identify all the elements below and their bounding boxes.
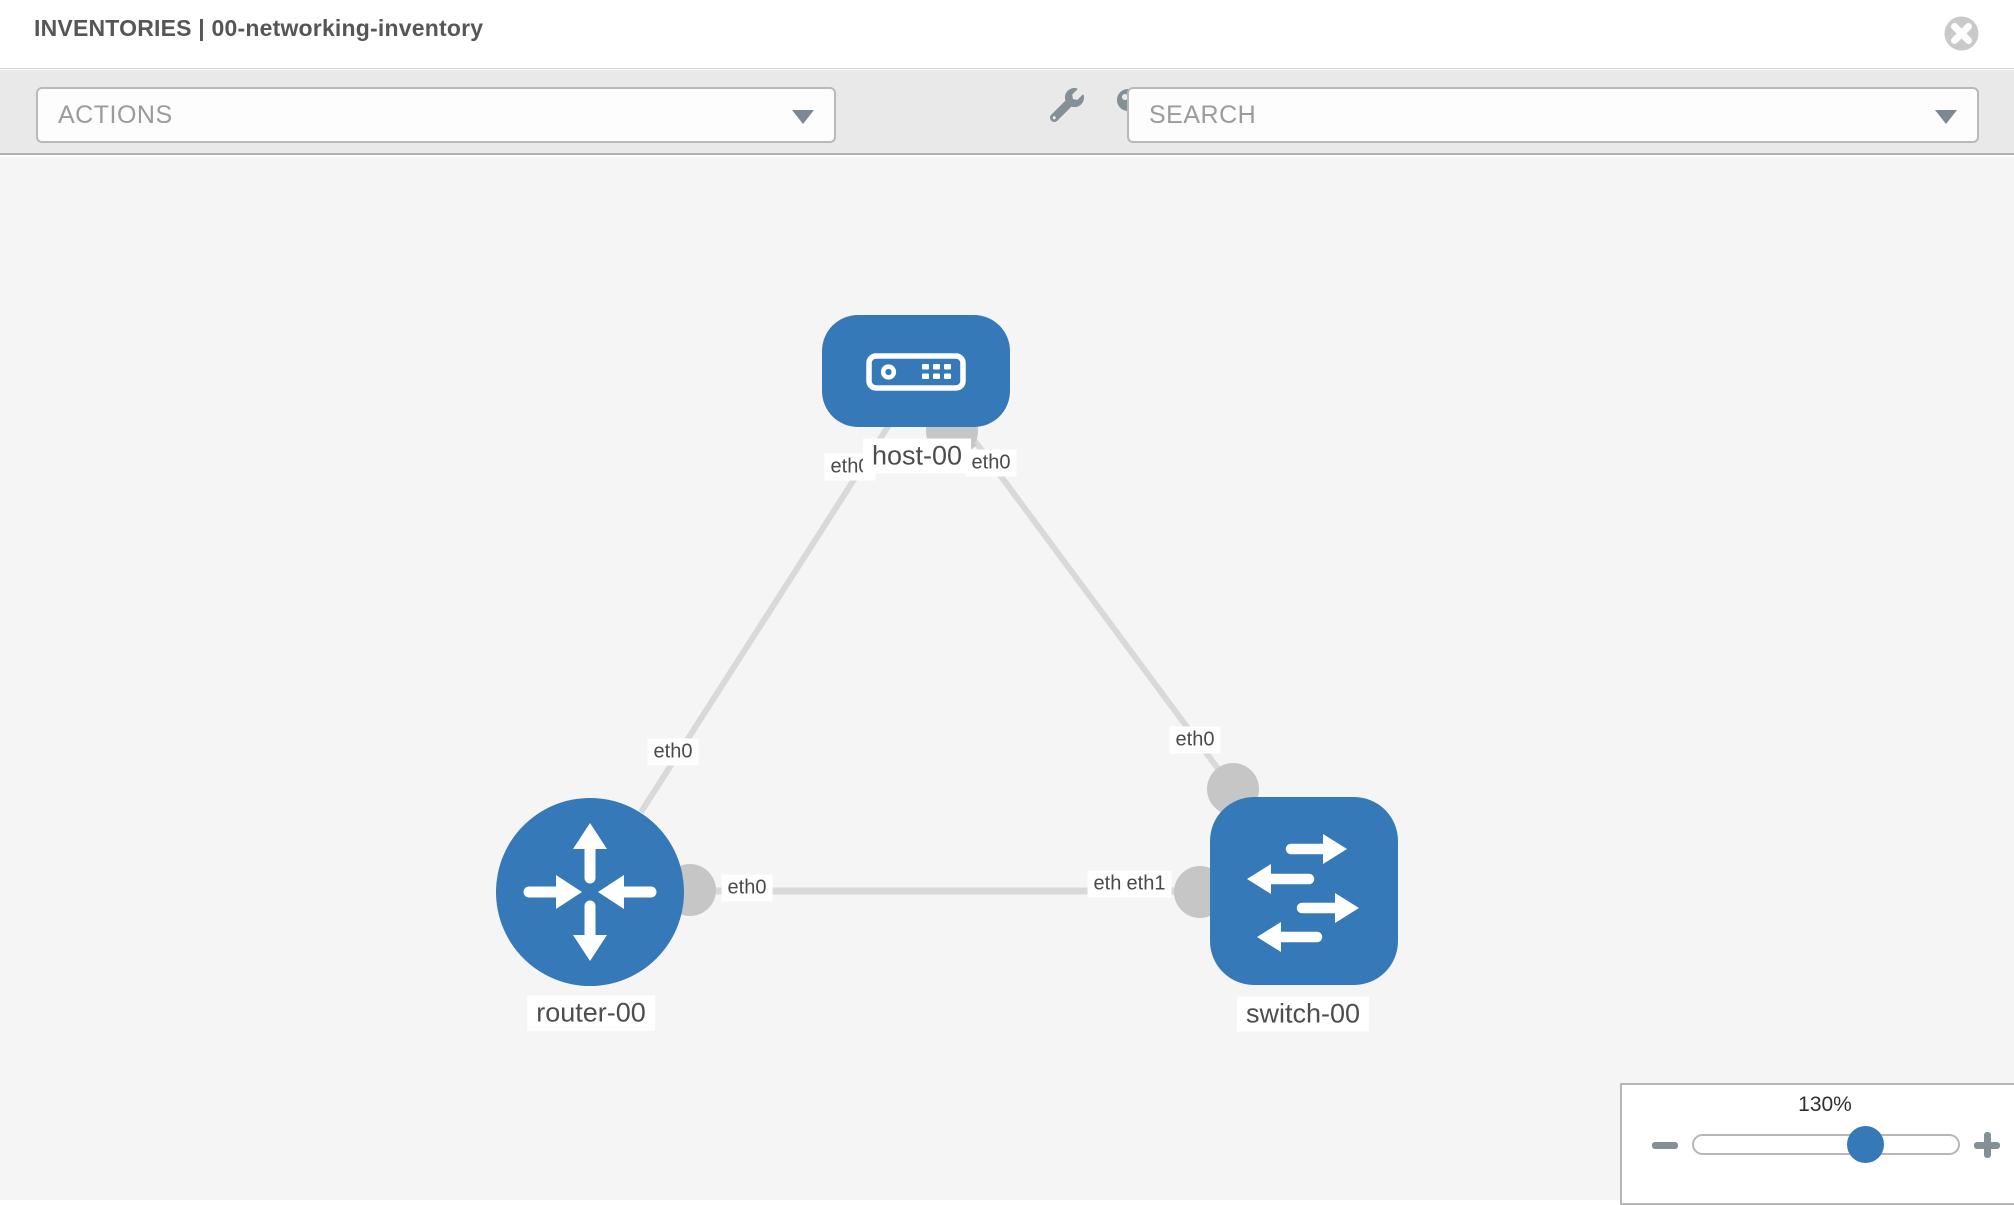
node-router-00[interactable]: [496, 798, 684, 986]
toolbar: ACTIONS SEARCH: [0, 70, 2014, 155]
iface-label: eth0: [965, 449, 1017, 477]
iface-label: eth1: [1120, 870, 1172, 898]
chevron-down-icon: [1935, 110, 1957, 124]
node-label-host: host-00: [862, 438, 972, 474]
chevron-down-icon: [792, 110, 814, 124]
page-title: INVENTORIES | 00-networking-inventory: [34, 15, 484, 41]
close-button[interactable]: [1944, 16, 1979, 51]
node-label-switch: switch-00: [1236, 996, 1370, 1032]
node-label-router: router-00: [527, 995, 655, 1031]
search-dropdown-label: SEARCH: [1149, 101, 1257, 129]
zoom-level-value: 130%: [1798, 1093, 1852, 1116]
zoom-control-panel: 130%: [1620, 1083, 2014, 1205]
iface-label: eth0: [1169, 726, 1221, 754]
actions-dropdown[interactable]: ACTIONS: [36, 87, 836, 143]
topology-canvas[interactable]: [0, 157, 2014, 1200]
zoom-slider[interactable]: [1692, 1134, 1960, 1155]
zoom-in-button[interactable]: [1971, 1131, 2003, 1159]
topology-graph: [496, 315, 1398, 986]
header: INVENTORIES | 00-networking-inventory: [0, 0, 2014, 69]
node-host-00[interactable]: [822, 315, 1010, 427]
iface-label: eth0: [721, 874, 773, 902]
node-switch-00[interactable]: [1210, 797, 1398, 985]
configure-button[interactable]: [1045, 83, 1089, 127]
zoom-slider-handle[interactable]: [1847, 1126, 1884, 1163]
host-icon: [866, 353, 966, 391]
wrench-icon: [1050, 88, 1084, 122]
zoom-out-button[interactable]: [1649, 1131, 1681, 1159]
actions-dropdown-label: ACTIONS: [58, 101, 173, 129]
search-dropdown[interactable]: SEARCH: [1127, 87, 1979, 143]
iface-label: eth0: [647, 738, 699, 766]
switch-icon: [1247, 834, 1359, 952]
router-icon: [523, 823, 657, 961]
